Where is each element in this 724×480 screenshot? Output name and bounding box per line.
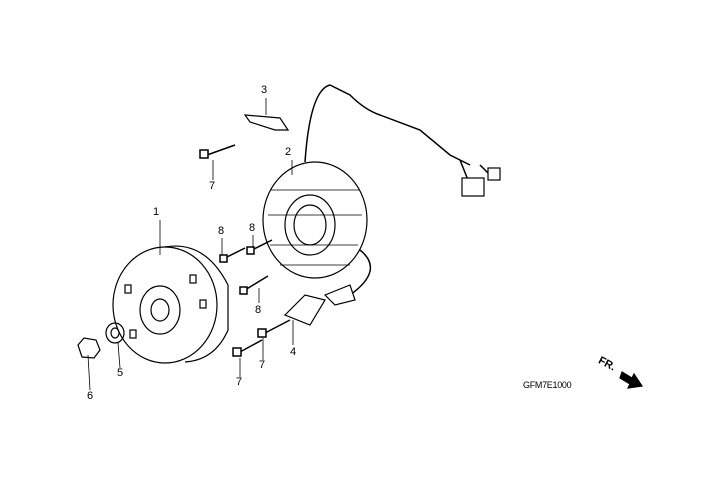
leader-lines [87, 98, 294, 391]
callout-7: 7 [209, 180, 216, 192]
callout-5: 5 [117, 367, 124, 379]
callout-1: 1 [153, 206, 160, 218]
stator [262, 161, 368, 279]
callout-4: 4 [290, 346, 297, 358]
callout-8: 8 [249, 222, 256, 234]
callout-2: 2 [285, 146, 292, 158]
callout-3: 3 [261, 84, 268, 96]
callout-8: 8 [218, 225, 225, 237]
clamp [243, 114, 290, 131]
callout-7: 7 [236, 376, 243, 388]
callout-8: 8 [255, 304, 262, 316]
callout-6: 6 [87, 390, 94, 402]
flywheel [112, 245, 229, 364]
diagram-code: GFM7E1000 [523, 380, 572, 390]
wire-harness [304, 84, 491, 296]
nut [77, 337, 101, 359]
front-arrow-icon [619, 371, 644, 389]
callout-7: 7 [259, 359, 266, 371]
washer [105, 322, 125, 344]
pulse-generator [283, 284, 356, 326]
bolts [199, 144, 291, 357]
